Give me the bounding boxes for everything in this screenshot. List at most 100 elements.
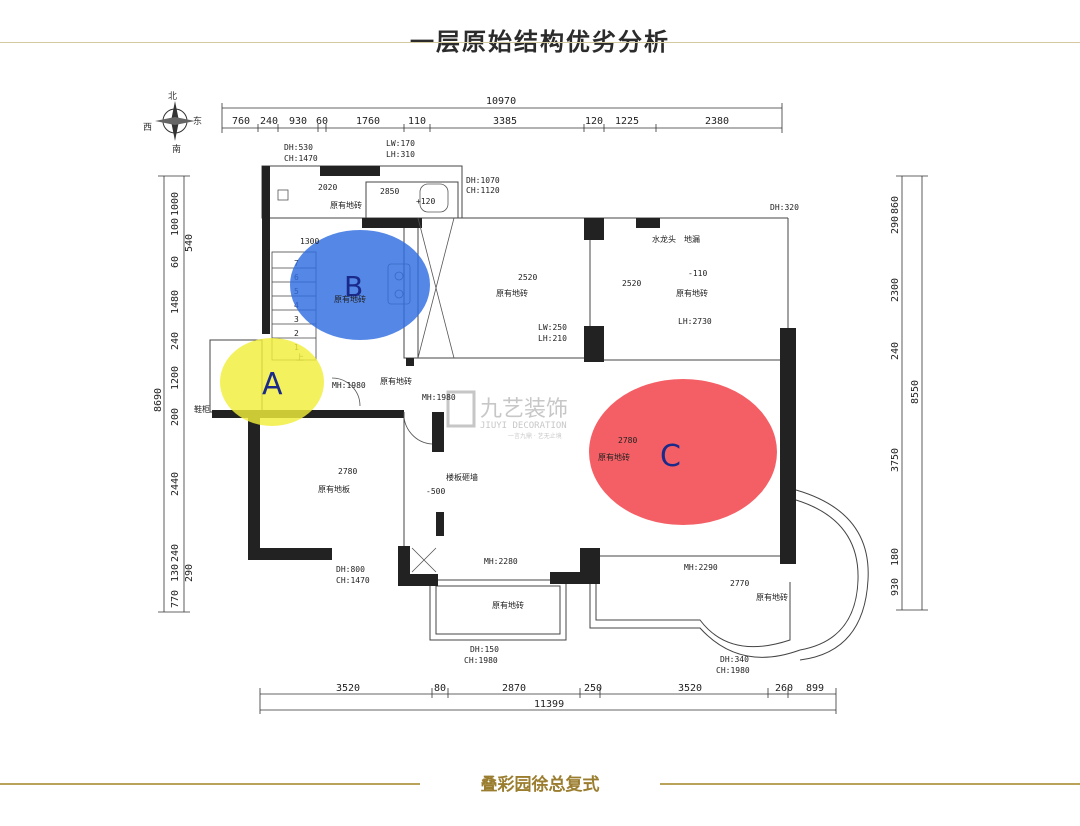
note: DH:1070 — [466, 176, 500, 185]
dim-left-seg: 100 — [170, 218, 181, 236]
title-divider — [0, 42, 1080, 43]
note: MH:1980 — [332, 381, 366, 390]
dimension-left — [158, 175, 190, 613]
note: MH:1980 — [422, 393, 456, 402]
note: 原有地砖 — [496, 288, 528, 298]
note: LH:210 — [538, 334, 567, 343]
note: 原有地砖 — [676, 288, 708, 298]
compass-west: 西 — [143, 122, 152, 133]
note: 2850 — [380, 187, 399, 196]
dim-left-seg: 130 — [170, 564, 181, 582]
zone-c-highlight — [589, 379, 777, 525]
dim-left-seg: 770 — [170, 590, 181, 608]
dim-bottom-seg: 80 — [434, 683, 446, 694]
note: 原有地板 — [318, 484, 350, 494]
dim-top-seg: 760 — [232, 116, 250, 127]
footer-text: 叠彩园徐总复式 — [468, 775, 612, 795]
note: 2780 — [338, 467, 357, 476]
dim-left-seg: 60 — [170, 256, 181, 268]
note: LH:310 — [386, 150, 415, 159]
note: CH:1980 — [464, 656, 498, 665]
dim-left-seg: 290 — [184, 564, 195, 582]
zone-c-label: C — [660, 439, 681, 474]
note: 原有地砖 — [598, 452, 630, 462]
note: 楼板砸墙 — [446, 472, 478, 482]
compass-south: 南 — [172, 143, 181, 155]
note: 地漏 — [684, 234, 700, 244]
dim-right-seg: 930 — [890, 578, 901, 596]
note: 原有地砖 — [334, 294, 366, 304]
dimension-bottom-labels: 3520 80 2870 250 3520 260 899 11399 — [336, 683, 824, 710]
dim-left-seg: 200 — [170, 408, 181, 426]
dim-left-seg: 2440 — [170, 472, 181, 496]
dimension-top-labels: 10970 760 240 930 60 1760 110 3385 120 1… — [232, 96, 729, 127]
dim-left-seg: 240 — [170, 332, 181, 350]
note: LW:170 — [386, 139, 415, 148]
note: 2770 — [730, 579, 749, 588]
note: -110 — [688, 269, 707, 278]
compass-rose: 北 南 西 东 — [143, 91, 202, 155]
footer-divider-right — [660, 783, 1080, 785]
note: DH:340 — [720, 655, 749, 664]
note: CH:1120 — [466, 186, 500, 195]
dim-right-seg: 2300 — [890, 278, 901, 302]
zone-b-highlight — [290, 230, 430, 340]
note: DH:800 — [336, 565, 365, 574]
dimension-right — [896, 175, 928, 611]
dim-right-seg: 180 — [890, 548, 901, 566]
dim-bottom-seg: 2870 — [502, 683, 526, 694]
dim-top-seg: 3385 — [493, 116, 517, 127]
zone-a-label: A — [262, 367, 283, 402]
dim-bottom-seg: 899 — [806, 683, 824, 694]
dim-left-seg: 1000 — [170, 192, 181, 216]
note: 2780 — [618, 436, 637, 445]
note: MH:2290 — [684, 563, 718, 572]
dim-bottom-seg: 3520 — [336, 683, 360, 694]
dim-right-seg: 290 — [890, 216, 901, 234]
stair-step: 2 — [294, 329, 299, 338]
dim-bottom-total: 11399 — [534, 699, 564, 710]
note: -500 — [426, 487, 445, 496]
note: CH:1470 — [336, 576, 370, 585]
compass-north: 北 — [168, 91, 177, 102]
note: DH:530 — [284, 143, 313, 152]
dim-left-seg: 1200 — [170, 366, 181, 390]
note: 原有地砖 — [330, 200, 362, 210]
dim-left-seg: 1480 — [170, 290, 181, 314]
dim-left-seg: 540 — [184, 234, 195, 252]
note: LW:250 — [538, 323, 567, 332]
compass-east: 东 — [193, 115, 202, 127]
dim-top-seg: 240 — [260, 116, 278, 127]
footer-divider-left — [0, 783, 420, 785]
dim-top-seg: 930 — [289, 116, 307, 127]
note: DH:150 — [470, 645, 499, 654]
note: 2520 — [622, 279, 641, 288]
dim-top-seg: 110 — [408, 116, 426, 127]
dimension-right-labels: 860 290 2300 240 3750 180 930 8550 — [890, 196, 921, 596]
zone-b-label: B — [344, 270, 363, 303]
watermark-en: JIUYI DECORATION — [480, 421, 567, 431]
dim-right-seg: 240 — [890, 342, 901, 360]
structural-walls — [212, 166, 796, 586]
dim-right-seg: 860 — [890, 196, 901, 214]
note: 2020 — [318, 183, 337, 192]
note: 2520 — [518, 273, 537, 282]
watermark-brand: 九艺装饰 — [480, 397, 568, 422]
note: 鞋柜 — [194, 404, 210, 414]
note: 原有地砖 — [380, 376, 412, 386]
note: MH:2280 — [484, 557, 518, 566]
annotations: DH:530 CH:1470 LW:170 LH:310 DH:1070 CH:… — [194, 139, 799, 675]
note: CH:1980 — [716, 666, 750, 675]
dimension-bottom — [259, 688, 837, 714]
note: DH:320 — [770, 203, 799, 212]
dim-top-seg: 60 — [316, 116, 328, 127]
dim-right-seg: 3750 — [890, 448, 901, 472]
brand-watermark: 九艺装饰 JIUYI DECORATION 一言九鼎 · 艺无止境 — [446, 390, 568, 440]
dimension-left-labels: 8690 1000 100 540 60 1480 240 1200 200 2… — [153, 192, 195, 608]
watermark-slogan: 一言九鼎 · 艺无止境 — [508, 432, 562, 440]
note: +120 — [416, 197, 435, 206]
dim-bottom-seg: 260 — [775, 683, 793, 694]
note: 1300 — [300, 237, 319, 246]
footer-caption: 叠彩园徐总复式 — [0, 770, 1080, 795]
